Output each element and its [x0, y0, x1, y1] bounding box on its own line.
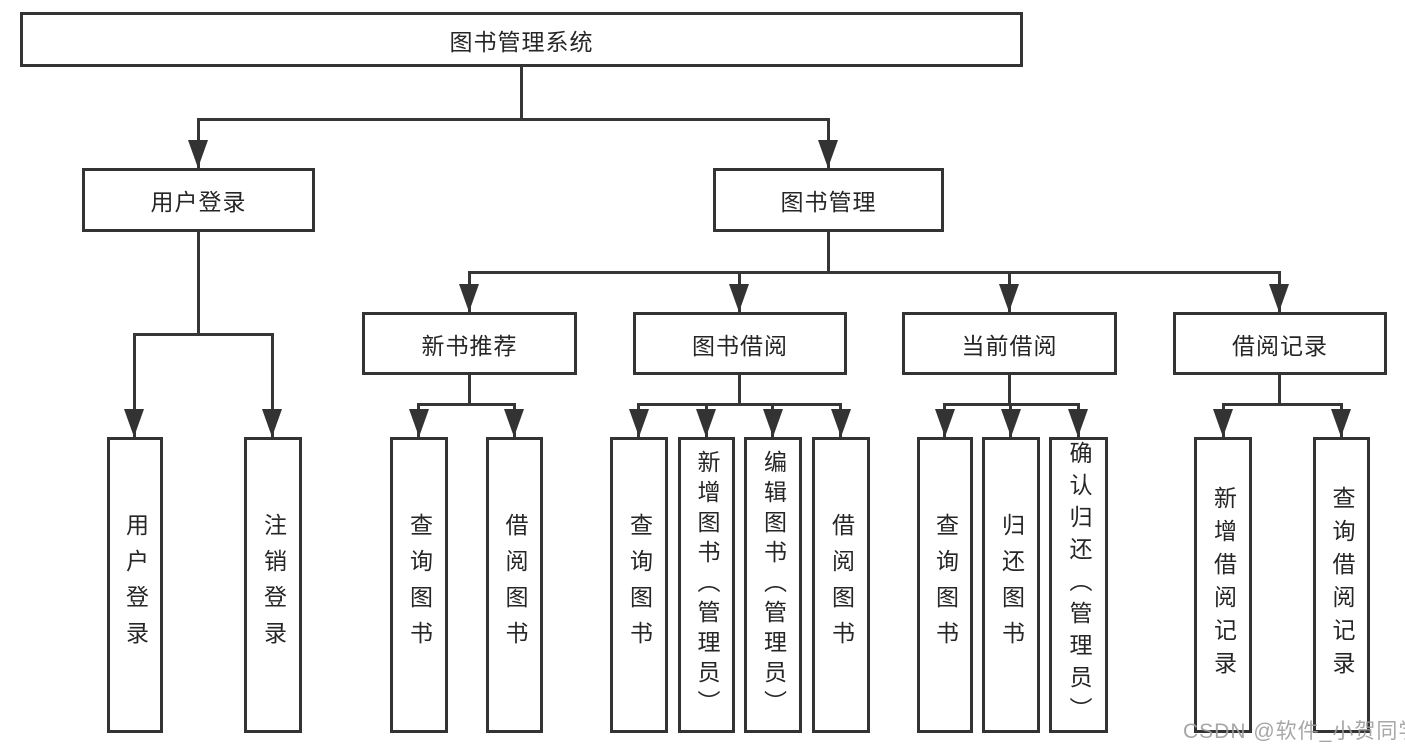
node-label: 用户登录: [150, 189, 247, 215]
node-root-system: 图书管理系统: [20, 12, 1023, 67]
arrowhead-down-icon: [188, 140, 208, 168]
node-book-management: 图书管理: [713, 168, 944, 232]
connector-line: [1222, 403, 1341, 406]
connector-line: [133, 333, 136, 437]
leaf-label: 借阅图书: [502, 513, 528, 657]
leaf-nb-borrow-books: 借阅图书: [486, 437, 543, 733]
connector-line: [468, 375, 471, 406]
leaf-label: 确认归还（管理员）: [1066, 441, 1092, 729]
connector-line: [197, 118, 830, 121]
arrowhead-down-icon: [818, 140, 838, 168]
arrowhead-down-icon: [763, 409, 783, 437]
connector-line: [520, 67, 523, 121]
connector-line: [197, 232, 200, 336]
arrowhead-down-icon: [935, 409, 955, 437]
leaf-label: 借阅图书: [828, 513, 855, 657]
leaf-label: 查询借阅记录: [1329, 486, 1355, 684]
arrowhead-down-icon: [729, 284, 749, 312]
connector-line: [637, 403, 842, 406]
connector-line: [417, 403, 516, 406]
leaf-cur-query-books: 查询图书: [917, 437, 973, 733]
leaf-bw-add-books-admin: 新增图书（管理员）: [678, 437, 735, 733]
connector-line: [1278, 375, 1281, 406]
leaf-logout: 注销登录: [244, 437, 302, 733]
node-label: 图书管理: [780, 189, 877, 215]
node-label: 新书推荐: [421, 332, 518, 359]
connector-line: [468, 271, 1281, 274]
arrowhead-down-icon: [696, 409, 716, 437]
node-book-borrow: 图书借阅: [633, 312, 847, 375]
leaf-nb-query-books: 查询图书: [390, 437, 448, 733]
connector-line: [827, 232, 830, 274]
csdn-watermark: CSDN @软件_小贺同学: [1183, 720, 1405, 743]
node-user-login: 用户登录: [82, 168, 315, 232]
node-new-book-recommend: 新书推荐: [362, 312, 577, 375]
leaf-bw-query-books: 查询图书: [610, 437, 668, 733]
arrowhead-down-icon: [999, 284, 1019, 312]
arrowhead-down-icon: [1331, 409, 1351, 437]
leaf-label: 用户登录: [122, 513, 149, 657]
leaf-cur-confirm-return-admin: 确认归还（管理员）: [1049, 437, 1108, 733]
node-label: 图书管理系统: [449, 28, 594, 55]
arrowhead-down-icon: [831, 409, 851, 437]
connector-line: [271, 333, 274, 437]
node-borrow-records: 借阅记录: [1173, 312, 1387, 375]
arrowhead-down-icon: [1269, 284, 1289, 312]
node-label: 当前借阅: [961, 332, 1058, 359]
connector-line: [738, 375, 741, 406]
leaf-rec-query-record: 查询借阅记录: [1313, 437, 1370, 733]
leaf-label: 归还图书: [998, 513, 1025, 657]
arrowhead-down-icon: [504, 409, 524, 437]
arrowhead-down-icon: [459, 284, 479, 312]
arrowhead-down-icon: [629, 409, 649, 437]
node-current-borrow: 当前借阅: [902, 312, 1117, 375]
node-label: 图书借阅: [692, 332, 788, 359]
arrowhead-down-icon: [1213, 409, 1233, 437]
leaf-rec-add-record: 新增借阅记录: [1194, 437, 1252, 733]
node-label: 借阅记录: [1232, 332, 1328, 359]
connector-line: [133, 333, 274, 336]
leaf-label: 编辑图书（管理员）: [760, 450, 787, 720]
leaf-cur-return-books: 归还图书: [982, 437, 1040, 733]
arrowhead-down-icon: [262, 409, 282, 437]
leaf-bw-edit-books-admin: 编辑图书（管理员）: [744, 437, 802, 733]
arrowhead-down-icon: [1068, 409, 1088, 437]
leaf-label: 新增借阅记录: [1210, 486, 1237, 684]
leaf-user-login: 用户登录: [107, 437, 163, 733]
leaf-bw-borrow-books: 借阅图书: [812, 437, 870, 733]
leaf-label: 查询图书: [626, 513, 653, 657]
leaf-label: 新增图书（管理员）: [694, 450, 720, 720]
leaf-label: 查询图书: [406, 513, 433, 657]
leaf-label: 查询图书: [932, 513, 959, 657]
connector-line: [1008, 375, 1011, 406]
arrowhead-down-icon: [409, 409, 429, 437]
arrowhead-down-icon: [1001, 409, 1021, 437]
arrowhead-down-icon: [124, 409, 144, 437]
leaf-label: 注销登录: [260, 513, 287, 657]
